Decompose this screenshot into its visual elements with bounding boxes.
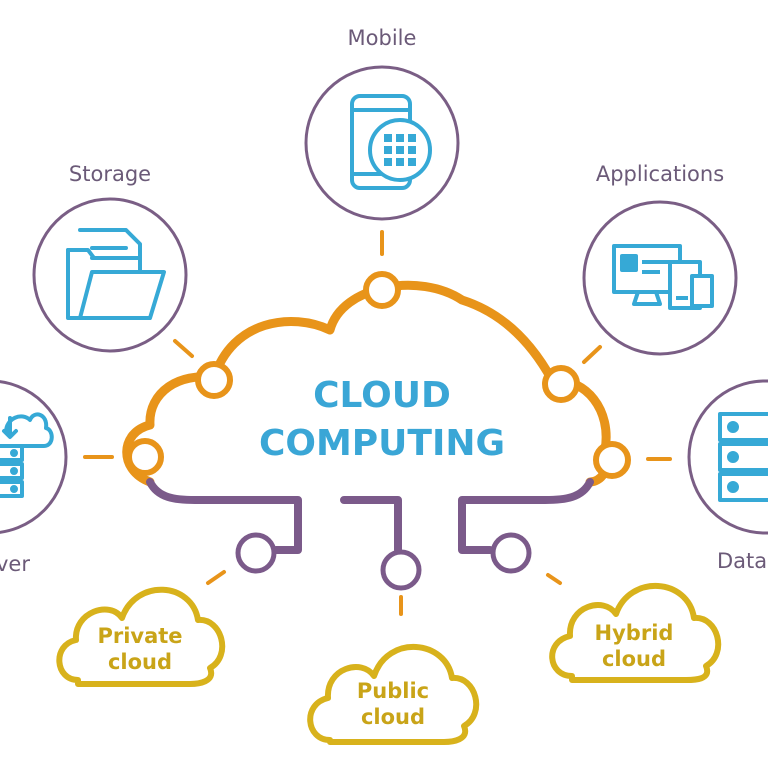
public-cloud-shape bbox=[307, 644, 480, 745]
link-applications bbox=[582, 345, 602, 364]
title-line2: COMPUTING bbox=[259, 423, 505, 464]
base-center-connector bbox=[340, 496, 402, 554]
database-stack-icon bbox=[718, 412, 768, 502]
node-private bbox=[235, 532, 277, 574]
applications-circle bbox=[582, 200, 738, 356]
private-cloud-shape bbox=[56, 586, 226, 687]
server-download-icon bbox=[0, 412, 54, 498]
node-database bbox=[593, 441, 631, 479]
phone-keypad-icon bbox=[350, 94, 432, 190]
orange-connector-lines bbox=[83, 230, 672, 616]
node-server bbox=[126, 438, 164, 476]
private-cloud-line1: Private bbox=[97, 624, 182, 648]
node-mobile bbox=[363, 271, 401, 309]
base-right-connector bbox=[458, 478, 594, 554]
link-storage bbox=[173, 339, 194, 358]
hybrid-cloud-line2: cloud bbox=[602, 647, 666, 671]
cloud-base-connectors bbox=[146, 478, 594, 554]
label-storage: Storage bbox=[69, 162, 151, 186]
public-cloud-line2: cloud bbox=[361, 705, 425, 729]
label-mobile: Mobile bbox=[348, 26, 417, 50]
folder-documents-icon bbox=[66, 228, 166, 320]
private-cloud-line2: cloud bbox=[108, 650, 172, 674]
hybrid-cloud-shape bbox=[549, 583, 722, 683]
server-circle bbox=[0, 380, 68, 534]
node-hybrid bbox=[490, 532, 532, 574]
label-server: ver bbox=[0, 552, 30, 576]
public-cloud-line1: Public bbox=[357, 679, 429, 703]
central-cloud-outline bbox=[122, 280, 612, 487]
label-applications: Applications bbox=[596, 162, 724, 186]
node-public bbox=[380, 549, 422, 591]
node-applications bbox=[542, 365, 580, 403]
link-hybrid bbox=[546, 573, 562, 585]
devices-icon bbox=[612, 244, 714, 310]
cloud-nodes bbox=[126, 271, 631, 479]
hybrid-cloud-line1: Hybrid bbox=[595, 621, 674, 645]
base-left-connector bbox=[146, 478, 302, 554]
label-database: Data bbox=[717, 549, 767, 573]
node-storage bbox=[195, 361, 233, 399]
link-private bbox=[206, 570, 226, 585]
title-line1: CLOUD bbox=[313, 375, 451, 416]
